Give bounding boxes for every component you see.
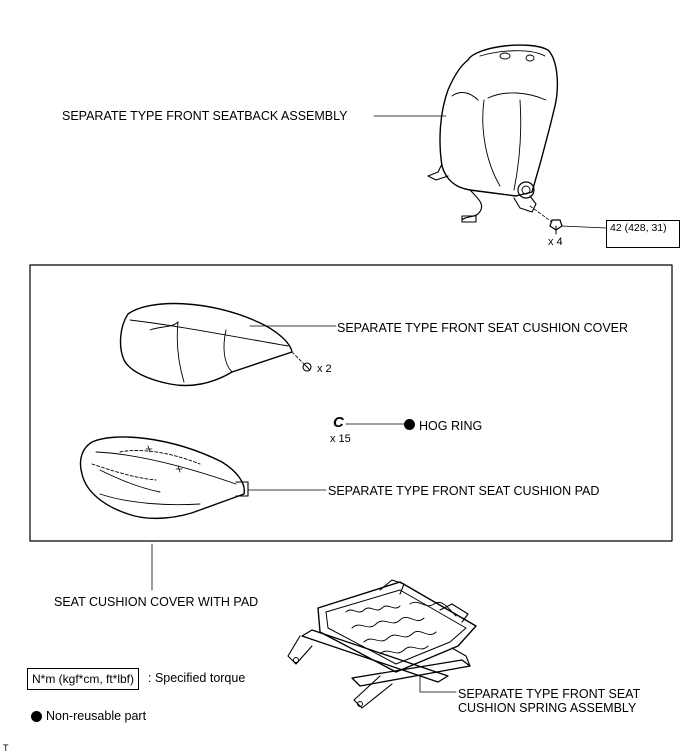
cushion-pad-label: SEPARATE TYPE FRONT SEAT CUSHION PAD xyxy=(328,484,600,498)
cushion-components-frame xyxy=(29,264,673,542)
clip-quantity: x 2 xyxy=(317,363,332,375)
spring-assembly-leader-line xyxy=(419,675,457,693)
torque-value: 42 (428, 31) xyxy=(610,222,667,234)
hog-ring-label: HOG RING xyxy=(419,419,483,433)
non-reusable-legend-dot-icon xyxy=(31,711,42,722)
cushion-cover-label: SEPARATE TYPE FRONT SEAT CUSHION COVER xyxy=(337,321,629,335)
torque-unit-legend: N*m (kgf*cm, ft*lbf) xyxy=(32,672,135,686)
cushion-cover-illustration xyxy=(119,302,305,387)
corner-mark: T xyxy=(3,743,9,753)
torque-value-box: 42 (428, 31) xyxy=(606,220,680,248)
torque-legend-box: N*m (kgf*cm, ft*lbf) xyxy=(27,668,140,690)
cushion-spring-assembly-illustration xyxy=(287,579,477,709)
spring-assembly-label-line2: CUSHION SPRING ASSEMBLY xyxy=(458,701,637,715)
bolt-quantity: x 4 xyxy=(548,236,563,248)
clip-icon xyxy=(302,362,312,372)
seatback-illustration xyxy=(427,44,559,223)
seatback-label: SEPARATE TYPE FRONT SEATBACK ASSEMBLY xyxy=(62,109,348,123)
hog-ring-icon: C xyxy=(333,414,344,431)
non-reusable-dot-icon xyxy=(404,419,415,430)
spring-assembly-label-line1: SEPARATE TYPE FRONT SEAT xyxy=(458,687,641,701)
non-reusable-legend-description: Non-reusable part xyxy=(46,709,147,723)
torque-leader-line xyxy=(561,225,607,229)
bolt-icon xyxy=(549,219,563,235)
cushion-pad-illustration xyxy=(79,436,249,519)
torque-legend-description: : Specified torque xyxy=(148,671,246,685)
hog-ring-quantity: x 15 xyxy=(330,433,351,445)
cover-with-pad-label: SEAT CUSHION COVER WITH PAD xyxy=(54,595,259,609)
